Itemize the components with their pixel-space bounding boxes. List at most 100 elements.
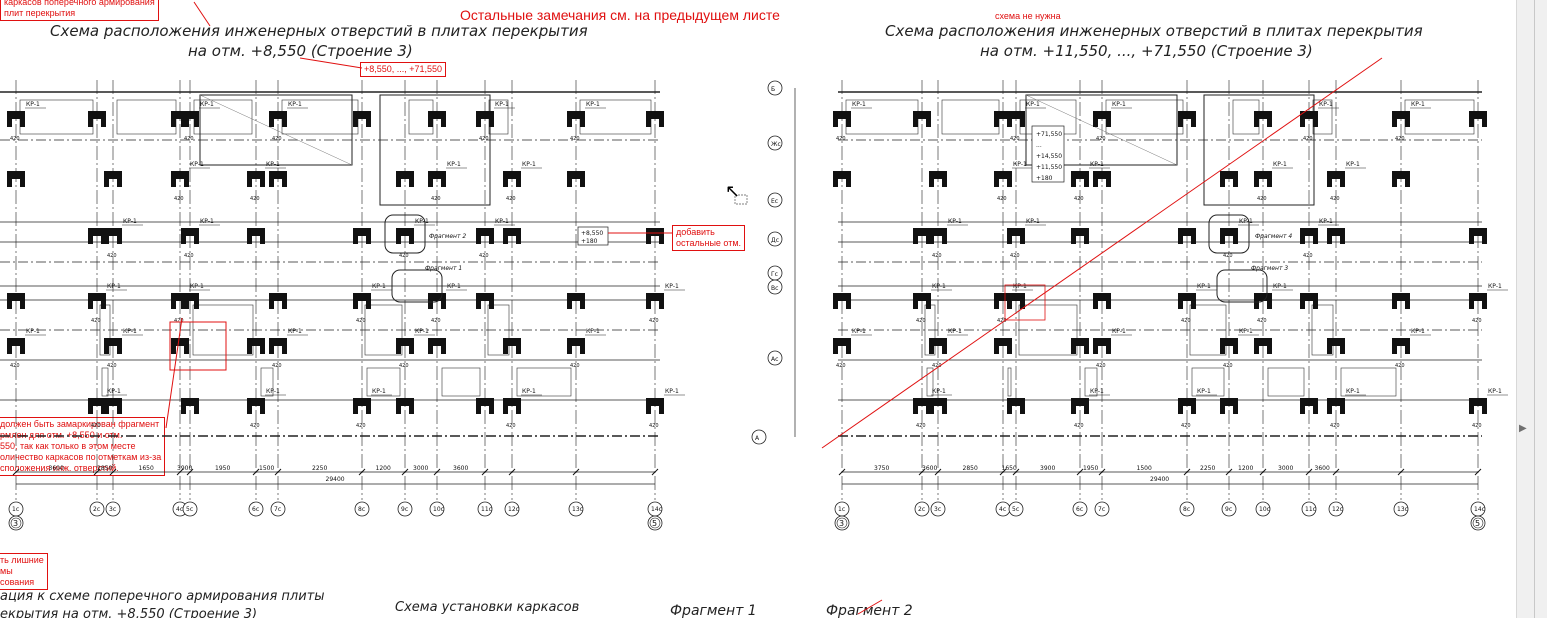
column-opening-symbol	[503, 228, 521, 244]
dimension-tick	[358, 468, 366, 476]
axis-bubble-label: 7с	[1098, 506, 1105, 513]
column-opening-symbol	[833, 171, 851, 187]
scroll-right-arrow-icon[interactable]: ▶	[1519, 423, 1527, 434]
tag-label-kr1: КР-1	[1239, 218, 1253, 225]
leader-line	[193, 1, 211, 27]
column-opening-symbol	[1071, 228, 1089, 244]
column-opening-symbol	[1093, 293, 1111, 309]
opening-dimension: 420	[506, 423, 516, 429]
tag-label-kr1: КР-1	[522, 388, 536, 395]
dimension-tick	[1332, 468, 1340, 476]
column-opening-symbol	[88, 111, 106, 127]
elevation-box	[577, 226, 609, 246]
dimension-tick	[1098, 468, 1106, 476]
dimension-tick	[934, 468, 942, 476]
dimension-value: 2250	[1200, 465, 1215, 472]
core-shaft	[1203, 94, 1315, 206]
column-opening-symbol	[181, 293, 199, 309]
vertical-scrollbar[interactable]	[1516, 0, 1547, 618]
room-outline	[441, 367, 481, 397]
markup-box-fragment-note[interactable]: должен быть замаркирован фрагмент рмлен …	[0, 417, 166, 476]
axis-bubble	[930, 501, 946, 517]
column-opening-symbol	[353, 228, 371, 244]
opening-dimension: 420	[997, 318, 1007, 324]
column-opening-symbol	[104, 398, 122, 414]
axis-bubble-label: 12с	[1332, 506, 1343, 513]
column-opening-symbol	[428, 111, 446, 127]
fragment-outline	[384, 214, 426, 254]
markup-box-add-elevations[interactable]: добавить остальные отм.	[672, 225, 746, 251]
column-opening-symbol	[1178, 228, 1196, 244]
tag-label-kr1: КР-1	[372, 283, 386, 290]
room-outline	[926, 367, 934, 397]
left-plan-title-line1: Схема расположения инженерных отверстий …	[50, 22, 588, 40]
markup-box-elevations[interactable]: +8,550, ..., +71,550	[360, 62, 447, 77]
tag-label-kr1: КР-1	[1112, 328, 1126, 335]
mouse-cursor-icon: ↖	[725, 181, 741, 202]
tag-label-kr1: КР-1	[1112, 101, 1126, 108]
column-opening-symbol	[428, 338, 446, 354]
axis-bubble	[1255, 501, 1271, 517]
axis-bubble-label: 2с	[93, 506, 100, 513]
markup-box-top-left[interactable]: каркасов поперечного армирования плит пе…	[0, 0, 159, 21]
opening-dimension: 420	[1010, 136, 1020, 142]
fragment-outline	[1208, 214, 1250, 254]
column-opening-symbol	[269, 171, 287, 187]
opening-dimension: 420	[1395, 136, 1405, 142]
left-plan-title-line2: на отм. +8,550 (Строение 3)	[188, 42, 413, 60]
building-bubble-label: 3	[13, 519, 18, 528]
column-opening-symbol	[567, 293, 585, 309]
dimension-value: 1650	[139, 465, 154, 472]
row-axis-label: Жс	[771, 141, 781, 148]
column-opening-symbol	[1327, 228, 1345, 244]
column-opening-symbol	[396, 171, 414, 187]
opening-dimension: 420	[1181, 423, 1191, 429]
tag-label-kr1: КР-1	[415, 218, 429, 225]
tag-label-kr1: КР-1	[1319, 218, 1333, 225]
core-shaft	[199, 94, 353, 166]
column-opening-symbol	[1220, 398, 1238, 414]
row-axis-bubble	[767, 135, 783, 151]
opening-dimension: 420	[431, 196, 441, 202]
dimension-tick	[252, 468, 260, 476]
column-opening-symbol	[88, 228, 106, 244]
row-axis-bubble	[767, 350, 783, 366]
axis-bubble	[568, 501, 584, 517]
column-opening-symbol	[1392, 171, 1410, 187]
room-outline	[1007, 367, 1012, 397]
elevation-box-line: +180	[581, 238, 598, 245]
opening-dimension: 420	[1223, 253, 1233, 259]
tag-label-kr1: КР-1	[26, 101, 40, 108]
drawing-canvas[interactable]: Схема расположения инженерных отверстий …	[0, 0, 1516, 618]
opening-dimension: 420	[10, 363, 20, 369]
markup-box-bottom-left[interactable]: ть лишние мы сования	[0, 553, 48, 590]
opening-dimension: 420	[506, 196, 516, 202]
axis-bubble	[89, 501, 105, 517]
opening-dimension: 420	[272, 363, 282, 369]
core-shaft	[379, 94, 491, 206]
column-opening-symbol	[171, 338, 189, 354]
room-outline	[1189, 304, 1227, 356]
tag-label-kr1: КР-1	[1239, 328, 1253, 335]
tag-label-kr1: КР-1	[1273, 161, 1287, 168]
dimension-value: 1200	[376, 465, 391, 472]
tag-label-kr1: КР-1	[495, 101, 509, 108]
dimension-value: 2250	[312, 465, 327, 472]
column-opening-symbol	[1007, 293, 1025, 309]
tag-label-kr1: КР-1	[190, 283, 204, 290]
column-opening-symbol	[929, 398, 947, 414]
axis-bubble	[1328, 501, 1344, 517]
column-opening-symbol	[503, 338, 521, 354]
